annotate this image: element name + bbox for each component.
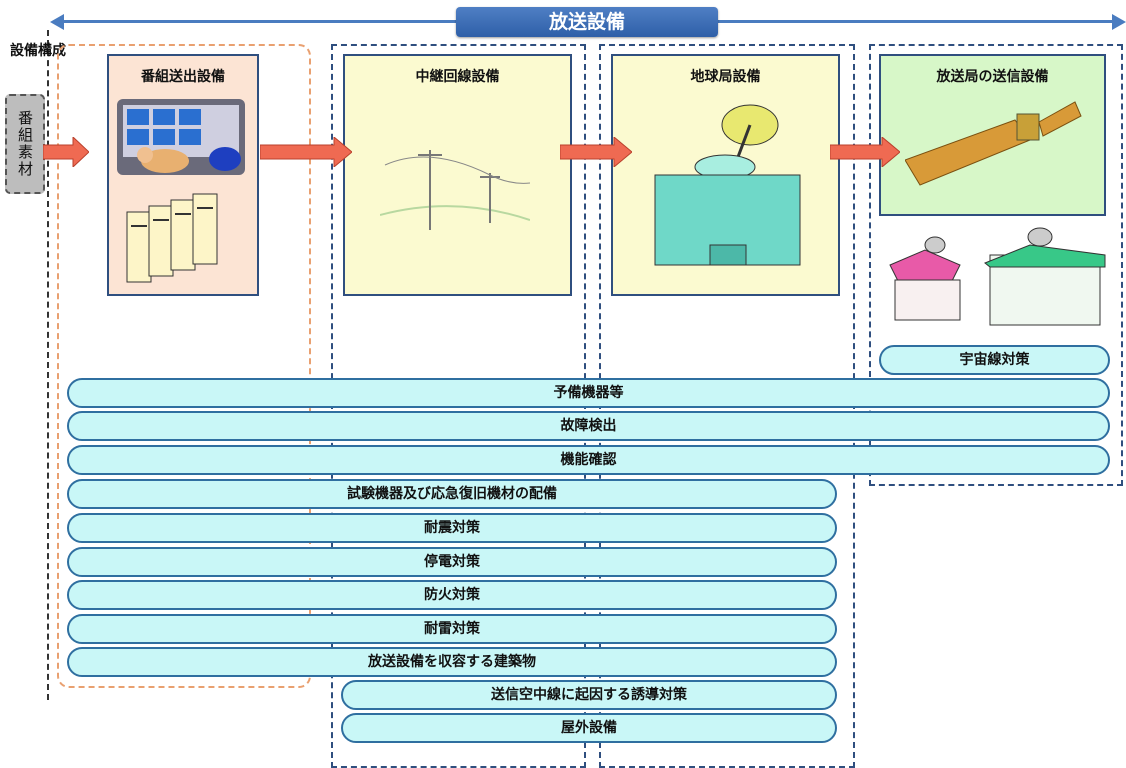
scope-arrow-left-head <box>50 14 64 30</box>
stage-label: 地球局設備 <box>690 69 761 85</box>
stage-label: 放送局の送信設備 <box>936 69 1049 85</box>
countermeasure-fault-detection: 故障検出 <box>67 411 1110 441</box>
program-source-box: 番組素材 <box>5 94 45 194</box>
countermeasure-building: 放送設備を収容する建築物 <box>67 647 837 677</box>
left-boundary-line <box>47 30 49 700</box>
server-racks-illustration <box>126 193 218 283</box>
countermeasure-test-equipment: 試験機器及び応急復旧機材の配備 <box>67 479 837 509</box>
countermeasure-function-check: 機能確認 <box>67 445 1110 475</box>
stage-label: 番組送出設備 <box>141 69 225 85</box>
countermeasure-fire: 防火対策 <box>67 580 837 610</box>
equipment-config-label: 設備構成 <box>10 43 66 59</box>
stage-label: 中継回線設備 <box>415 69 500 85</box>
group-outline-transmission <box>57 44 311 688</box>
control-room-illustration <box>117 99 245 175</box>
flow-arrow-2 <box>260 137 352 167</box>
diagram-title: 放送設備 <box>456 7 718 37</box>
houses-illustration <box>889 227 1106 326</box>
flow-arrow-4 <box>830 137 900 167</box>
group-outline-satellite <box>869 44 1123 486</box>
satellite-illustration <box>905 101 1082 186</box>
countermeasure-spare-equipment: 予備機器等 <box>67 378 1110 408</box>
power-line-illustration <box>380 150 530 230</box>
countermeasure-lightning: 耐雷対策 <box>67 614 837 644</box>
countermeasure-power-outage: 停電対策 <box>67 547 837 577</box>
stage-relay-line: 中継回線設備 <box>343 54 572 296</box>
flow-arrow-1 <box>43 137 89 167</box>
scope-arrow-right-head <box>1112 14 1126 30</box>
countermeasure-outdoor: 屋外設備 <box>341 713 837 743</box>
earth-station-illustration <box>654 104 801 266</box>
countermeasure-induction: 送信空中線に起因する誘導対策 <box>341 680 837 710</box>
countermeasure-cosmic-ray: 宇宙線対策 <box>879 345 1110 375</box>
countermeasure-earthquake: 耐震対策 <box>67 513 837 543</box>
flow-arrow-3 <box>560 137 632 167</box>
